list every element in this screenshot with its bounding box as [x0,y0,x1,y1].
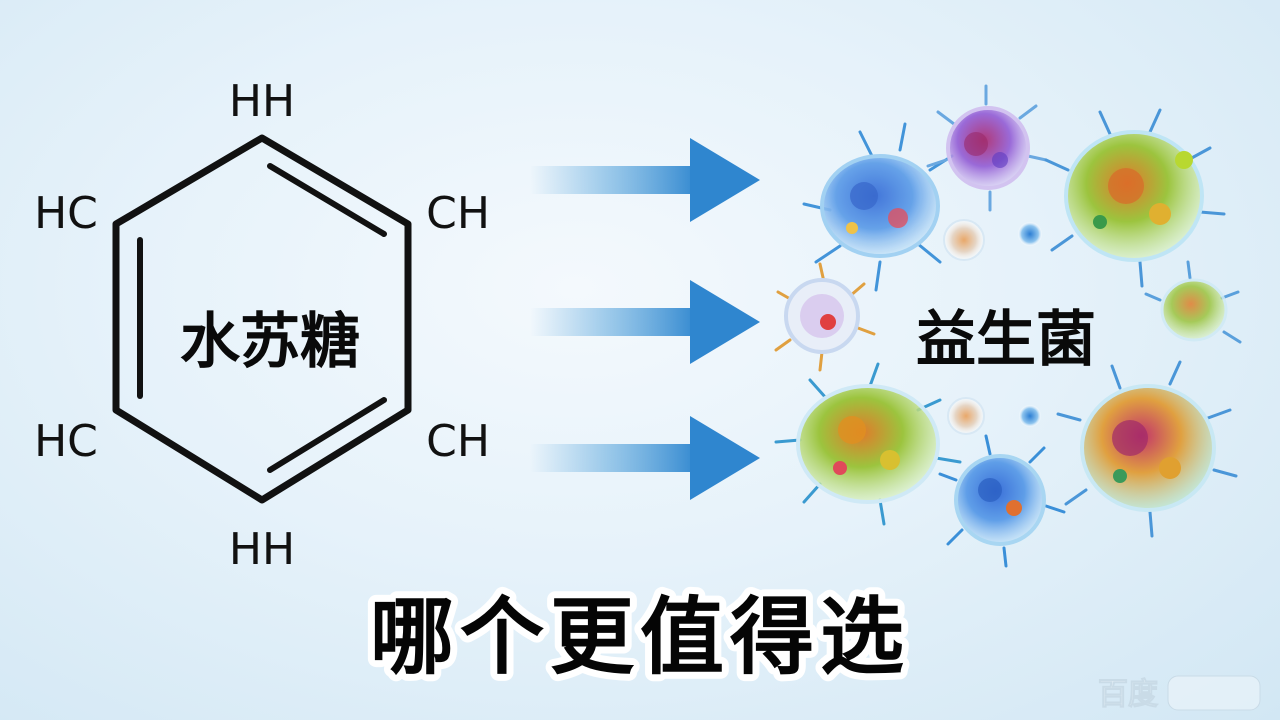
arrow-bottom [530,416,760,500]
bacteria-cell [1056,360,1238,538]
bacteria-cell [938,434,1066,568]
bacteria-cell [774,362,962,526]
question-caption: 哪个更值得选 [370,588,910,686]
atom-lower-right: CH [426,416,490,467]
atom-upper-left: HC [34,188,98,239]
atom-upper-right: CH [426,188,490,239]
stachyose-label: 水苏糖 [180,307,360,377]
atom-lower-left: HC [34,416,98,467]
ring-double-bond-upper-right [267,163,387,237]
arrow-top [530,138,760,222]
bacteria-cell [1144,260,1242,344]
small-spore [1019,405,1041,427]
bacteria-cell [926,84,1048,212]
ring-hexagon [112,134,412,504]
probiotics-illustration [774,84,1242,568]
small-spore [1175,151,1193,169]
ring-double-bond-lower-right [267,397,387,473]
bacteria-cell [1044,108,1226,288]
watermark-text: 百度 [1098,677,1158,712]
bacteria-cell [802,122,954,292]
watermark: 百度 [1098,675,1261,713]
molecule-ring [112,134,412,504]
atom-bottom: HH [229,524,295,575]
arrow-middle [530,280,760,364]
probiotics-label: 益生菌 [916,305,1096,375]
small-spore [1018,222,1042,246]
small-spore [947,397,985,435]
small-spore [943,219,985,261]
bacteria-cell [774,262,876,372]
atom-top: HH [229,76,295,127]
